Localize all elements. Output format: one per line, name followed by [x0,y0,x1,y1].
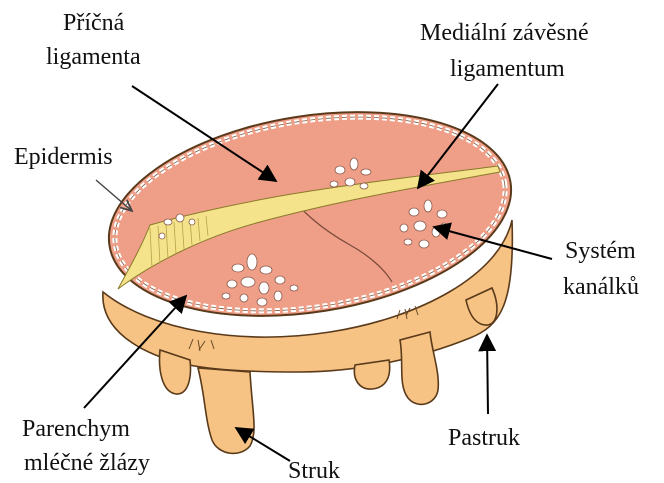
label-parenchym-2: mléčné žlázy [24,450,150,476]
label-parenchym-1: Parenchym [22,416,130,442]
label-medialni-1: Mediální závěsné [420,20,589,46]
arrow-pastruk [487,335,488,414]
label-struk: Struk [288,458,340,483]
label-pastruk: Pastruk [448,425,520,451]
label-epidermis: Epidermis [14,144,113,170]
label-medialni-2: ligamentum [450,56,565,82]
label-system-2: kanálků [563,274,639,300]
label-pricna-2: ligamenta [46,44,141,70]
label-pricna-1: Příčná [63,10,125,36]
label-system-1: Systém [565,238,636,264]
